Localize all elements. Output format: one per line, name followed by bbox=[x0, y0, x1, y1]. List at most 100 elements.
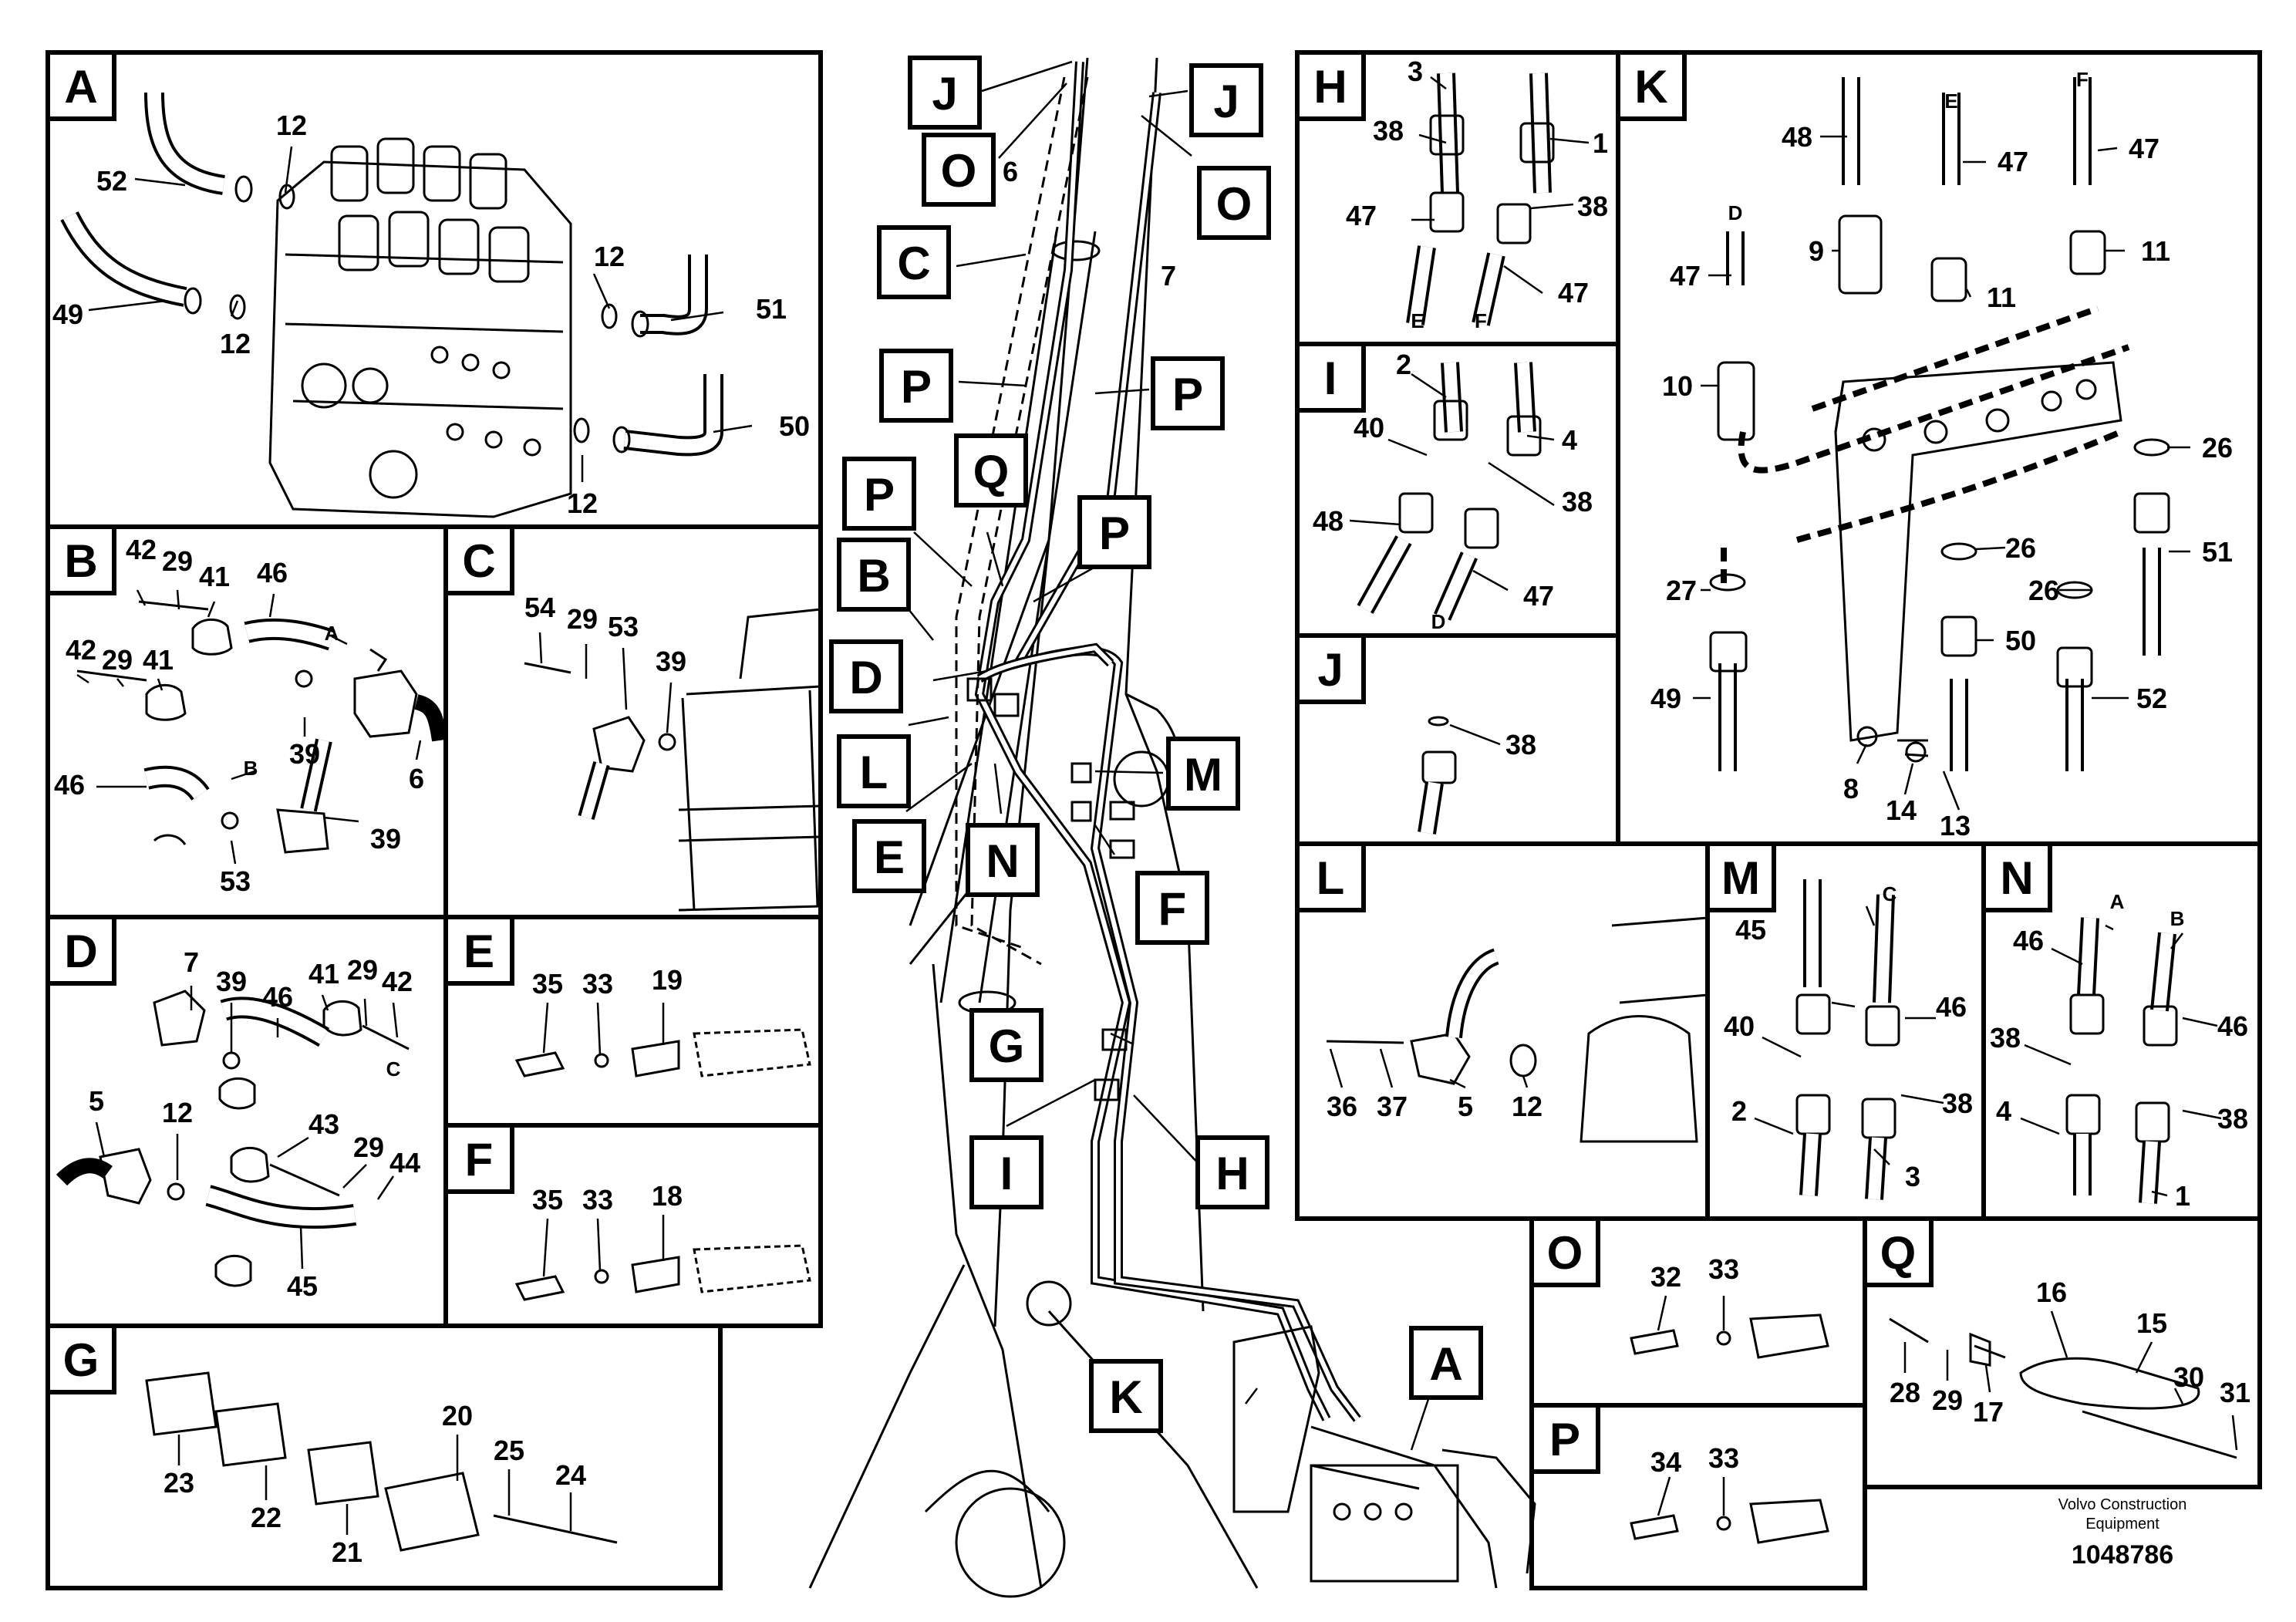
part-number: 39 bbox=[370, 823, 401, 855]
callout-e: E bbox=[852, 819, 926, 893]
svg-text:O: O bbox=[941, 145, 977, 197]
panel-c-part-numbers: 54 29 53 39 bbox=[524, 592, 686, 677]
panel-frame-k bbox=[1616, 50, 2262, 846]
svg-text:Q: Q bbox=[973, 446, 1010, 497]
part-number: 54 bbox=[524, 592, 555, 623]
svg-text:M: M bbox=[1184, 749, 1222, 801]
svg-text:G: G bbox=[989, 1020, 1025, 1072]
part-number: 16 bbox=[2036, 1276, 2067, 1308]
part-number: 38 bbox=[1577, 191, 1608, 222]
part-number: 38 bbox=[2217, 1103, 2248, 1135]
svg-text:A: A bbox=[1429, 1338, 1462, 1390]
panel-o-part-numbers: 32 33 bbox=[1650, 1253, 1739, 1293]
part-number: 26 bbox=[2028, 575, 2059, 606]
callout-c: C bbox=[877, 225, 951, 299]
part-number: 20 bbox=[442, 1400, 473, 1431]
panel-label-n: N bbox=[1981, 841, 2052, 912]
part-number: 26 bbox=[2005, 532, 2036, 564]
hose-end-letter: D bbox=[1431, 610, 1446, 633]
leader-lines bbox=[76, 60, 2238, 1535]
part-number: 5 bbox=[89, 1085, 104, 1117]
part-number: 10 bbox=[1662, 370, 1693, 402]
hose-end-letter: E bbox=[1944, 89, 1957, 113]
part-number: 47 bbox=[1670, 260, 1701, 292]
part-number: 12 bbox=[594, 241, 625, 272]
flange-clamps-b-drawing bbox=[76, 600, 447, 854]
part-number: 47 bbox=[2129, 133, 2159, 164]
svg-text:D: D bbox=[849, 652, 882, 703]
part-number: 50 bbox=[2005, 625, 2036, 656]
part-number: 6 bbox=[1003, 156, 1018, 187]
part-number: 37 bbox=[1377, 1091, 1408, 1122]
callout-d: D bbox=[829, 639, 903, 713]
part-number: 46 bbox=[257, 557, 288, 588]
part-number: 45 bbox=[1735, 914, 1766, 946]
svg-text:D: D bbox=[64, 926, 97, 977]
clamp-p-drawing bbox=[1630, 1499, 1829, 1544]
part-number: 48 bbox=[1782, 121, 1812, 153]
part-number: 13 bbox=[1940, 810, 1971, 841]
svg-text:P: P bbox=[864, 469, 895, 521]
panel-label-d: D bbox=[46, 915, 116, 986]
panel-label-a: A bbox=[46, 50, 116, 121]
part-number: 4 bbox=[1562, 424, 1577, 456]
panel-frame-q bbox=[1863, 1216, 2262, 1489]
svg-text:O: O bbox=[1216, 178, 1253, 230]
svg-text:A: A bbox=[64, 61, 97, 113]
svg-text:H: H bbox=[1215, 1148, 1249, 1199]
hose-end-letter: F bbox=[1475, 309, 1487, 332]
panel-label-f: F bbox=[443, 1123, 514, 1194]
callout-q: Q bbox=[954, 433, 1028, 508]
part-number: 40 bbox=[1724, 1010, 1755, 1042]
flange-l-drawing bbox=[1326, 916, 1708, 1143]
hose-end-letter: D bbox=[1728, 201, 1743, 224]
callout-p-mid-left: P bbox=[842, 457, 916, 531]
part-number: 29 bbox=[347, 954, 378, 986]
part-number: 41 bbox=[308, 958, 339, 990]
part-number: 18 bbox=[652, 1180, 683, 1212]
svg-text:L: L bbox=[1317, 852, 1345, 904]
part-number: 28 bbox=[1890, 1377, 1920, 1408]
panel-d-part-numbers: 7 39 41 29 42 46 C 5 12 43 29 44 45 bbox=[89, 946, 420, 1302]
part-number: 48 bbox=[1313, 505, 1344, 537]
part-number: 3 bbox=[1408, 56, 1423, 87]
svg-text:I: I bbox=[1000, 1148, 1013, 1199]
part-number: 21 bbox=[332, 1536, 362, 1568]
part-number: 7 bbox=[1161, 260, 1176, 292]
clamp-o-drawing bbox=[1630, 1313, 1829, 1359]
callout-b: B bbox=[837, 538, 911, 612]
svg-text:B: B bbox=[64, 535, 97, 587]
part-number: 2 bbox=[1731, 1095, 1747, 1127]
part-number: 15 bbox=[2136, 1307, 2167, 1339]
part-number: 47 bbox=[1558, 277, 1589, 309]
part-number: 40 bbox=[1354, 412, 1384, 443]
panel-label-c: C bbox=[443, 524, 514, 595]
part-number: 2 bbox=[1396, 349, 1411, 380]
hose-end-letter: C bbox=[1883, 882, 1897, 905]
part-number: 33 bbox=[1708, 1442, 1739, 1474]
part-number: 42 bbox=[66, 634, 96, 666]
part-number: 42 bbox=[126, 534, 157, 565]
panel-e-part-numbers: 35 33 19 bbox=[532, 964, 683, 1000]
part-number: 43 bbox=[308, 1108, 339, 1140]
svg-text:E: E bbox=[874, 831, 905, 883]
part-number: 36 bbox=[1327, 1091, 1357, 1122]
hose-end-letter: C bbox=[386, 1057, 401, 1081]
svg-text:N: N bbox=[986, 835, 1019, 887]
part-number: 3 bbox=[1905, 1161, 1920, 1192]
part-number: 47 bbox=[1523, 580, 1554, 612]
part-number: 47 bbox=[1346, 200, 1377, 231]
callout-m: M bbox=[1166, 737, 1240, 811]
couplings-m-drawing bbox=[1795, 879, 1900, 1200]
part-number: 24 bbox=[555, 1459, 586, 1491]
part-number: 39 bbox=[656, 646, 686, 677]
clamp-stack-g-drawing bbox=[145, 1371, 618, 1552]
callout-l: L bbox=[837, 734, 911, 808]
panel-j-part-numbers: 38 bbox=[1505, 729, 1536, 760]
panel-label-m: M bbox=[1705, 841, 1776, 912]
callout-j-right: J bbox=[1189, 63, 1263, 137]
part-number: 45 bbox=[287, 1270, 318, 1302]
callout-h: H bbox=[1195, 1135, 1269, 1209]
part-number: 39 bbox=[216, 966, 247, 997]
part-number: 33 bbox=[1708, 1253, 1739, 1285]
